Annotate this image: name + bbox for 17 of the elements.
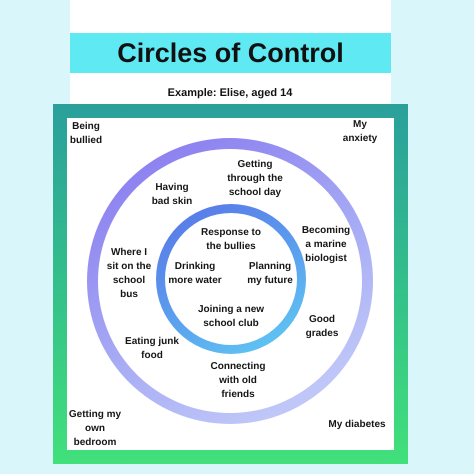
item-label: Planning my future xyxy=(246,260,294,288)
item-label: Getting my own bedroom xyxy=(68,408,122,450)
item-label: Joining a new school club xyxy=(196,303,266,331)
item-label: Eating junk food xyxy=(124,335,180,363)
item-label: My diabetes xyxy=(327,418,387,432)
item-label: Response to the bullies xyxy=(200,226,262,254)
item-label: Getting through the school day xyxy=(226,158,284,200)
item-label: Having bad skin xyxy=(150,181,194,209)
subtitle: Example: Elise, aged 14 xyxy=(168,86,292,100)
title: Circles of Control xyxy=(117,38,344,68)
item-label: Where I sit on the school bus xyxy=(106,246,152,302)
item-label: Connecting with old friends xyxy=(210,360,266,402)
item-label: My anxiety xyxy=(342,118,378,146)
item-label: Becoming a marine biologist xyxy=(300,224,352,266)
item-label: Being bullied xyxy=(69,120,103,148)
item-label: Drinking more water xyxy=(167,260,223,288)
item-label: Good grades xyxy=(304,313,340,341)
